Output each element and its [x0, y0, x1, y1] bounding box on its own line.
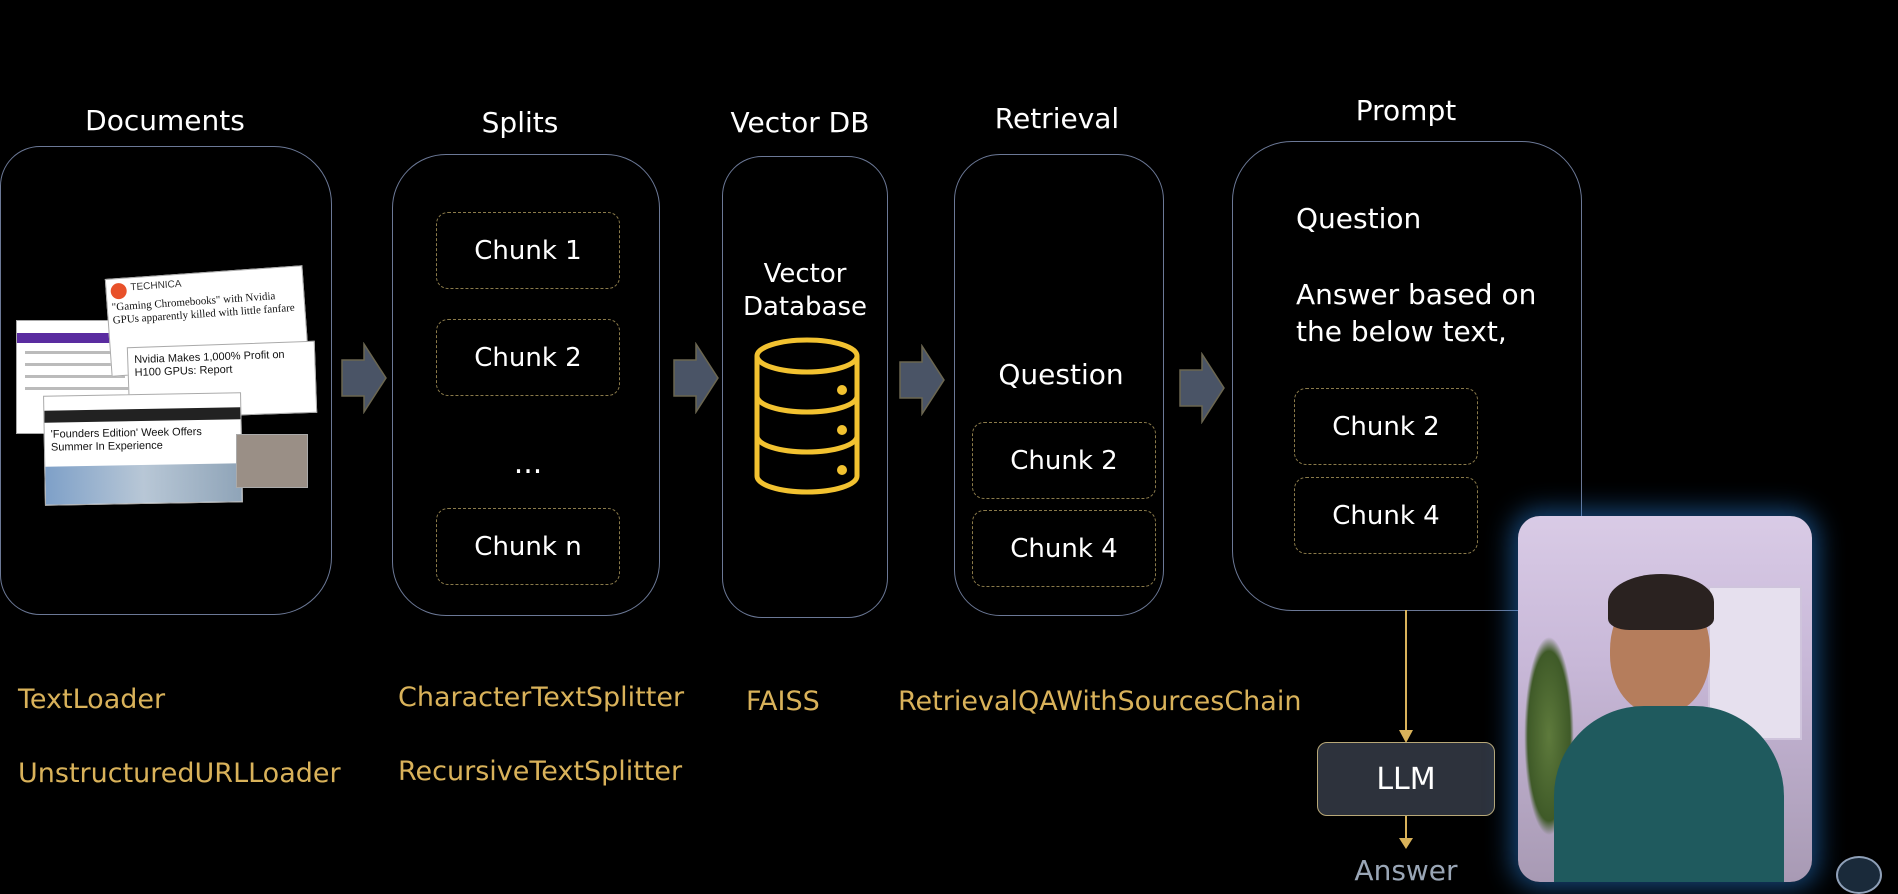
- article-headline: "Gaming Chromebooks" with Nvidia GPUs ap…: [111, 290, 296, 327]
- tool-label: UnstructuredURLLoader: [18, 758, 341, 789]
- chunk-card: Chunk 4: [972, 510, 1156, 587]
- article-headline: 'Founders Edition' Week Offers Summer In…: [50, 425, 202, 454]
- document-thumbnail: [236, 434, 308, 488]
- heading-vector-db: Vector DB: [730, 106, 870, 139]
- tool-label: FAISS: [746, 686, 820, 717]
- tool-label: RecursiveTextSplitter: [398, 756, 683, 787]
- prompt-question: Question: [1296, 202, 1422, 235]
- article-photo: [45, 463, 242, 505]
- heading-prompt: Prompt: [1355, 94, 1457, 127]
- vector-label-line2: Database: [742, 292, 868, 322]
- vector-label-line1: Vector: [763, 259, 847, 289]
- article-source: TECHNICA: [130, 278, 182, 294]
- webcam-presenter: [1518, 516, 1812, 882]
- presenter-shirt: [1554, 706, 1784, 882]
- llm-box: LLM: [1317, 742, 1495, 816]
- database-icon: [754, 337, 860, 495]
- retrieval-panel: [954, 154, 1164, 616]
- chunk-card: Chunk 1: [436, 212, 620, 289]
- chunk-card: Chunk 2: [972, 422, 1156, 499]
- source-badge: [110, 282, 128, 300]
- answer-label: Answer: [1354, 854, 1458, 887]
- tool-label: RetrievalQAWithSourcesChain: [898, 686, 1302, 717]
- heading-splits: Splits: [481, 106, 559, 139]
- retrieval-question: Question: [998, 358, 1124, 391]
- article-headline: Nvidia Makes 1,000% Profit on H100 GPUs:…: [134, 348, 285, 380]
- heading-documents: Documents: [85, 104, 245, 137]
- arrow-down-icon: [1399, 816, 1413, 849]
- arrow-right-icon: [673, 342, 719, 414]
- ellipsis: ...: [513, 446, 543, 481]
- splits-panel: [392, 154, 660, 616]
- documents-panel: [0, 146, 332, 615]
- tool-label: TextLoader: [18, 684, 166, 715]
- document-thumbnail: 'Founders Edition' Week Offers Summer In…: [43, 392, 243, 506]
- chunk-card: Chunk 4: [1294, 477, 1478, 554]
- prompt-instruction: Answer based on the below text,: [1296, 276, 1536, 350]
- arrow-right-icon: [899, 344, 945, 416]
- prompt-instruction-line1: Answer based on: [1296, 278, 1537, 311]
- arrow-right-icon: [341, 342, 387, 414]
- heading-retrieval: Retrieval: [994, 102, 1120, 135]
- chunk-card: Chunk 2: [436, 319, 620, 396]
- arrow-down-icon: [1399, 610, 1413, 743]
- vector-database-label: Vector Database: [722, 258, 888, 324]
- vector-db-panel: [722, 156, 888, 618]
- tool-label: CharacterTextSplitter: [398, 682, 685, 713]
- chunk-card: Chunk n: [436, 508, 620, 585]
- code-basics-logo: [1836, 856, 1882, 894]
- arrow-right-icon: [1179, 352, 1225, 424]
- presenter-hair: [1608, 574, 1714, 630]
- chunk-card: Chunk 2: [1294, 388, 1478, 465]
- prompt-instruction-line2: the below text,: [1296, 315, 1507, 348]
- document-collage: TECHNICA "Gaming Chromebooks" with Nvidi…: [16, 258, 318, 508]
